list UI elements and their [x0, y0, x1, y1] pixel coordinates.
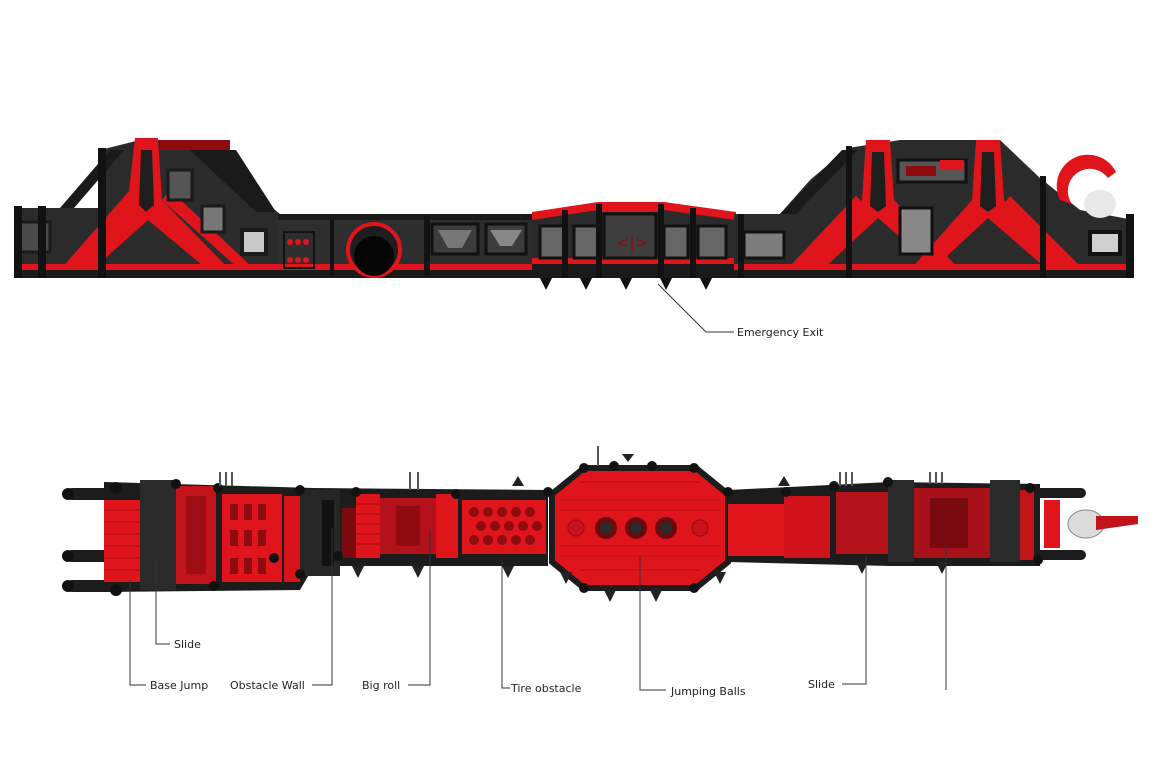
label-slide-left: Slide [174, 638, 201, 651]
leader-lines [129, 283, 947, 691]
label-jumping-balls: Jumping Balls [670, 685, 746, 698]
side-elevation: <|> [14, 138, 1134, 290]
slide-right-area [836, 492, 888, 554]
label-emergency-exit: Emergency Exit [737, 326, 824, 339]
svg-text:<|>: <|> [616, 233, 648, 252]
right-tower [734, 140, 1134, 278]
slide-lanes-left [104, 500, 142, 582]
label-obstacle-wall: Obstacle Wall [230, 679, 305, 692]
label-base-jump: Base Jump [150, 679, 208, 692]
middle-section [278, 214, 532, 278]
center-section: <|> [532, 202, 736, 278]
plan-view [62, 446, 1138, 602]
label-slide-right: Slide [808, 678, 835, 691]
side-pegs [540, 278, 712, 290]
base-jump-block [140, 480, 176, 590]
left-tower [14, 138, 280, 278]
jumping-balls [567, 517, 709, 539]
label-tire-obstacle: Tire obstacle [510, 682, 582, 695]
callout-labels: Emergency Exit Slide Base Jump Obstacle … [150, 326, 835, 698]
label-big-roll: Big roll [362, 679, 400, 692]
